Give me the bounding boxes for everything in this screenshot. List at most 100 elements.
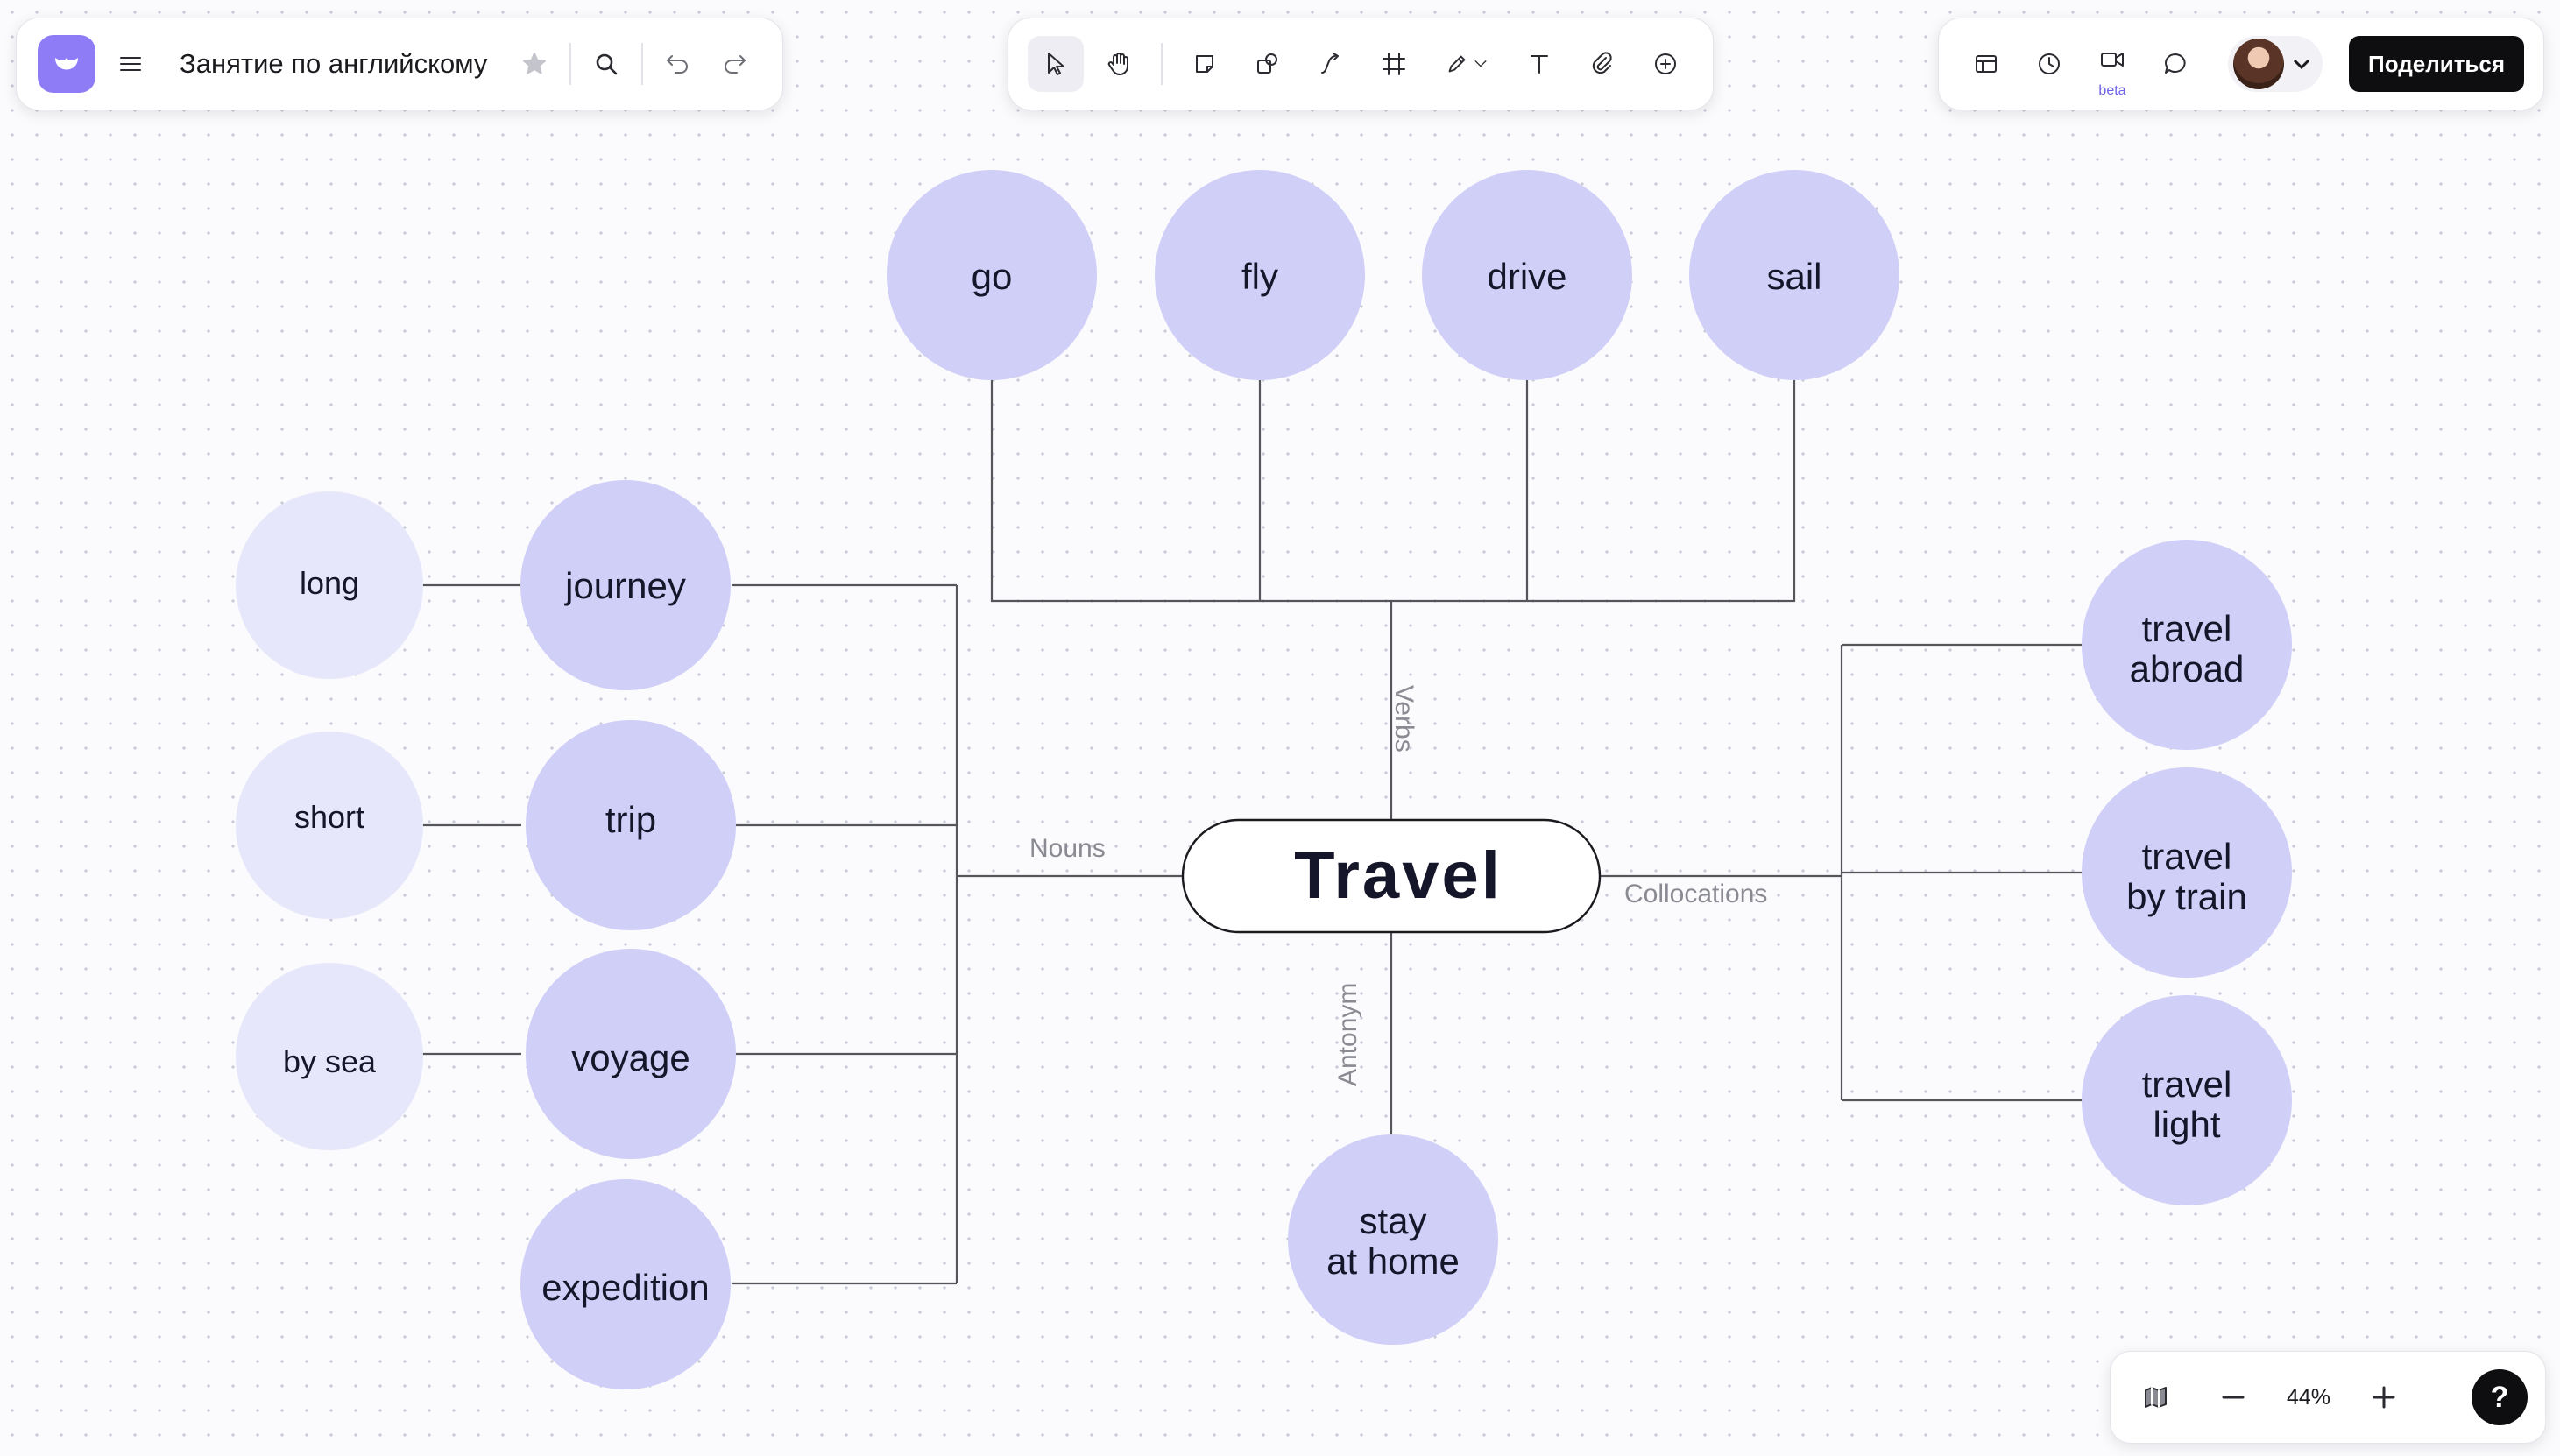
- video-call-button[interactable]: beta: [2084, 36, 2140, 92]
- clock-icon: [2034, 49, 2064, 79]
- tool-hand[interactable]: [1091, 36, 1147, 92]
- node-coll-by-train[interactable]: travel by train: [2082, 767, 2292, 978]
- search-button[interactable]: [578, 36, 634, 92]
- history-button[interactable]: [2021, 36, 2077, 92]
- node-adj-by-sea[interactable]: by sea: [236, 963, 423, 1150]
- node-noun-trip[interactable]: trip: [526, 720, 736, 930]
- node-verb-drive[interactable]: drive: [1422, 170, 1632, 380]
- cursor-icon: [1041, 49, 1071, 79]
- node-noun-expedition-label: expedition: [541, 1267, 709, 1308]
- node-verb-fly-label: fly: [1241, 256, 1278, 297]
- node-coll-light[interactable]: travel light: [2082, 995, 2292, 1205]
- node-antonym-line1: stay: [1359, 1200, 1426, 1241]
- minimap-button[interactable]: [2128, 1369, 2184, 1425]
- star-icon: [520, 49, 549, 79]
- node-coll-light-line1: travel: [2142, 1064, 2232, 1105]
- label-verbs: Verbs: [1390, 685, 1418, 753]
- tool-attach[interactable]: [1574, 36, 1630, 92]
- video-camera-icon: [2097, 45, 2127, 74]
- node-noun-expedition[interactable]: expedition: [520, 1179, 731, 1389]
- node-coll-abroad[interactable]: travel abroad: [2082, 540, 2292, 750]
- add-circle-icon: [1651, 49, 1680, 79]
- hand-icon: [1104, 49, 1134, 79]
- connector-verb-sail[interactable]: [1391, 379, 1794, 601]
- sticky-note-icon: [1190, 49, 1220, 79]
- redo-button[interactable]: [706, 36, 762, 92]
- node-noun-journey[interactable]: journey: [520, 480, 731, 690]
- comments-button[interactable]: [2147, 36, 2203, 92]
- node-antonym-line2: at home: [1326, 1240, 1460, 1282]
- node-adj-short-label: short: [294, 799, 364, 835]
- node-adj-long[interactable]: long: [236, 491, 423, 679]
- shapes-icon: [1253, 49, 1283, 79]
- plus-icon: [2369, 1382, 2399, 1412]
- tool-shapes[interactable]: [1240, 36, 1296, 92]
- zoom-level[interactable]: 44%: [2267, 1385, 2351, 1410]
- node-verb-sail-label: sail: [1766, 256, 1821, 297]
- node-center[interactable]: Travel: [1183, 820, 1600, 932]
- tool-pen[interactable]: [1429, 36, 1504, 92]
- node-verb-fly[interactable]: fly: [1155, 170, 1365, 380]
- text-icon: [1524, 49, 1554, 79]
- app-logo[interactable]: [38, 35, 95, 93]
- node-coll-by-train-line2: by train: [2126, 876, 2247, 917]
- node-antonym[interactable]: stay at home: [1288, 1134, 1498, 1345]
- toolbar-left: Занятие по английскому: [16, 18, 783, 110]
- node-noun-journey-label: journey: [563, 565, 686, 606]
- tool-text[interactable]: [1511, 36, 1567, 92]
- templates-button[interactable]: [1958, 36, 2014, 92]
- minus-icon: [2218, 1382, 2248, 1412]
- zoom-out-button[interactable]: [2205, 1369, 2261, 1425]
- divider: [569, 43, 571, 85]
- avatar: [2233, 39, 2284, 89]
- node-adj-by-sea-label: by sea: [283, 1043, 377, 1079]
- chevron-down-icon: [2289, 52, 2314, 76]
- favorite-button[interactable]: [506, 36, 562, 92]
- divider: [641, 43, 643, 85]
- node-noun-voyage-label: voyage: [571, 1037, 690, 1078]
- toolbar-tools: [1008, 18, 1714, 110]
- node-adj-long-label: long: [300, 565, 359, 601]
- menu-button[interactable]: [103, 36, 159, 92]
- logo-icon: [50, 47, 83, 81]
- zoom-controls: 44% ?: [2110, 1351, 2546, 1444]
- connector-verb-go[interactable]: [992, 379, 1391, 819]
- pen-icon: [1443, 49, 1471, 79]
- beta-badge: beta: [2084, 83, 2140, 99]
- node-verb-go-label: go: [972, 256, 1013, 297]
- tool-sticker[interactable]: [1177, 36, 1233, 92]
- divider: [1161, 43, 1163, 85]
- undo-button[interactable]: [650, 36, 706, 92]
- zoom-in-button[interactable]: [2356, 1369, 2412, 1425]
- help-button[interactable]: ?: [2472, 1369, 2528, 1425]
- node-coll-by-train-line1: travel: [2142, 836, 2232, 877]
- tool-add[interactable]: [1637, 36, 1694, 92]
- toolbar-right: beta Поделиться: [1938, 18, 2544, 110]
- node-coll-light-line2: light: [2153, 1104, 2220, 1145]
- label-antonym: Antonym: [1333, 983, 1362, 1086]
- hamburger-icon: [116, 49, 145, 79]
- tool-select[interactable]: [1028, 36, 1084, 92]
- user-menu[interactable]: [2228, 36, 2323, 92]
- node-adj-short[interactable]: short: [236, 732, 423, 919]
- redo-icon: [719, 49, 749, 79]
- node-noun-voyage[interactable]: voyage: [526, 949, 736, 1159]
- doc-title[interactable]: Занятие по английскому: [180, 48, 487, 80]
- undo-icon: [663, 49, 693, 79]
- question-icon: ?: [2491, 1381, 2509, 1415]
- label-collocations: Collocations: [1624, 880, 1767, 908]
- node-coll-abroad-line2: abroad: [2130, 648, 2245, 689]
- tool-connector[interactable]: [1303, 36, 1359, 92]
- share-button[interactable]: Поделиться: [2349, 36, 2524, 92]
- tool-frame[interactable]: [1366, 36, 1422, 92]
- comment-icon: [2160, 49, 2190, 79]
- node-verb-drive-label: drive: [1487, 256, 1566, 297]
- node-verb-go[interactable]: go: [887, 170, 1097, 380]
- map-icon: [2141, 1382, 2171, 1412]
- paperclip-icon: [1588, 49, 1617, 79]
- node-noun-trip-label: trip: [605, 799, 656, 840]
- center-title: Travel: [1294, 838, 1503, 913]
- search-icon: [591, 49, 621, 79]
- node-verb-sail[interactable]: sail: [1689, 170, 1899, 380]
